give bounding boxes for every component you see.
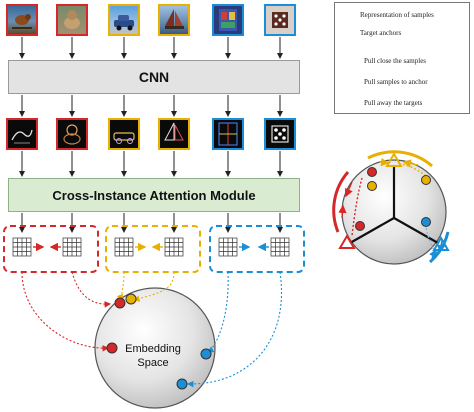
legend <box>334 2 470 114</box>
legend-pull-close-label: Pull close the samples <box>364 57 427 65</box>
embedding-label-line1: Embedding <box>125 343 181 355</box>
cia-to-grid-arrows <box>19 213 283 233</box>
input-image-sailboat <box>158 4 190 36</box>
grid-to-embedding-arrows <box>21 271 282 388</box>
yellow-group-box <box>105 225 201 273</box>
legend-pull-to-anchor-label: Pull samples to anchor <box>364 78 428 86</box>
legend-representation-label: Representation of samples <box>360 11 434 19</box>
input-image-dog <box>56 4 88 36</box>
bird-icon <box>12 14 32 29</box>
illustration-yellow-arc <box>367 150 433 168</box>
dice-feature-icon <box>271 125 289 143</box>
feature-map-dog <box>56 118 88 150</box>
legend-target-anchors-label: Target anchors <box>360 29 402 37</box>
input-image-bird <box>6 4 38 36</box>
image-to-cnn-arrows <box>19 37 283 59</box>
cross-instance-attention-module: Cross-Instance Attention Module <box>8 178 300 212</box>
input-image-car <box>108 4 140 36</box>
car-icon <box>114 15 134 31</box>
illustration-pull-away-lines <box>349 166 439 244</box>
feature-map-dice <box>264 118 296 150</box>
car-feature-icon <box>113 132 135 144</box>
dice-icon <box>272 12 288 28</box>
stained-glass-feature-icon <box>218 122 238 146</box>
illustration-sample-points <box>355 167 431 231</box>
feature-map-car <box>108 118 140 150</box>
feature-map-sailboat <box>158 118 190 150</box>
sailboat-feature-icon <box>164 122 184 141</box>
dog-icon <box>64 10 80 29</box>
embedding-sphere <box>94 287 216 409</box>
illustration-anchor-triangles <box>338 152 450 251</box>
embedding-space-label: Embedding Space <box>98 342 208 370</box>
sailboat-icon <box>165 9 184 29</box>
cnn-to-feature-arrows <box>19 95 283 117</box>
stained-glass-icon <box>219 9 237 31</box>
illustration-red-arc <box>332 171 350 233</box>
cia-label: Cross-Instance Attention Module <box>52 187 256 203</box>
cnn-label: CNN <box>138 69 170 85</box>
input-image-dice <box>264 4 296 36</box>
feature-to-cia-arrows <box>19 151 283 177</box>
dog-feature-icon <box>63 124 81 145</box>
cnn-module: CNN <box>8 60 300 94</box>
feature-map-bird <box>6 118 38 150</box>
grid-icons <box>12 237 290 257</box>
blue-group-box <box>209 225 305 273</box>
input-image-stained-glass <box>212 4 244 36</box>
embedding-label-line2: Space <box>137 357 169 369</box>
legend-pull-away-label: Pull away the targets <box>364 99 423 107</box>
feature-map-stained-glass <box>212 118 244 150</box>
embedding-sample-points <box>106 293 212 390</box>
red-group-box <box>3 225 99 273</box>
bird-feature-icon <box>11 129 33 144</box>
